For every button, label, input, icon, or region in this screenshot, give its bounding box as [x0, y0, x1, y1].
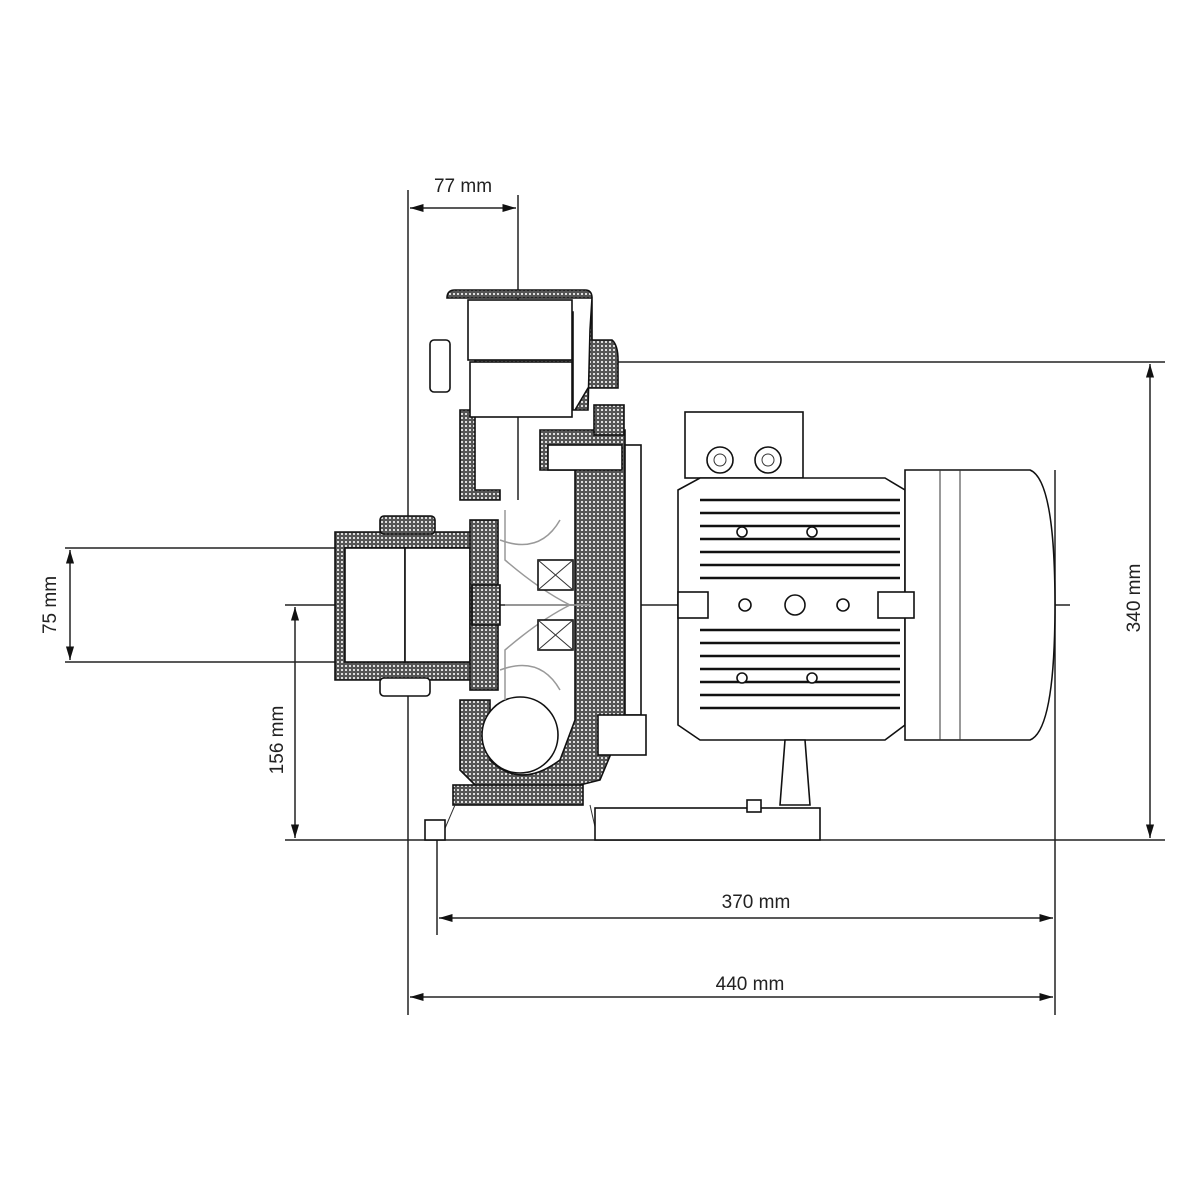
motor: [424, 411, 1056, 841]
dim-inlet-diameter: 75 mm: [40, 576, 61, 634]
pump-body: [334, 289, 647, 841]
dim-shaft-height: 156 mm: [267, 706, 288, 775]
dim-outlet-offset: 77 mm: [434, 176, 492, 197]
dimension-arrows: [65, 203, 1155, 1002]
dim-total-length: 440 mm: [716, 974, 785, 995]
dim-foot-spacing: 370 mm: [722, 892, 791, 913]
dim-total-height: 340 mm: [1124, 564, 1145, 633]
